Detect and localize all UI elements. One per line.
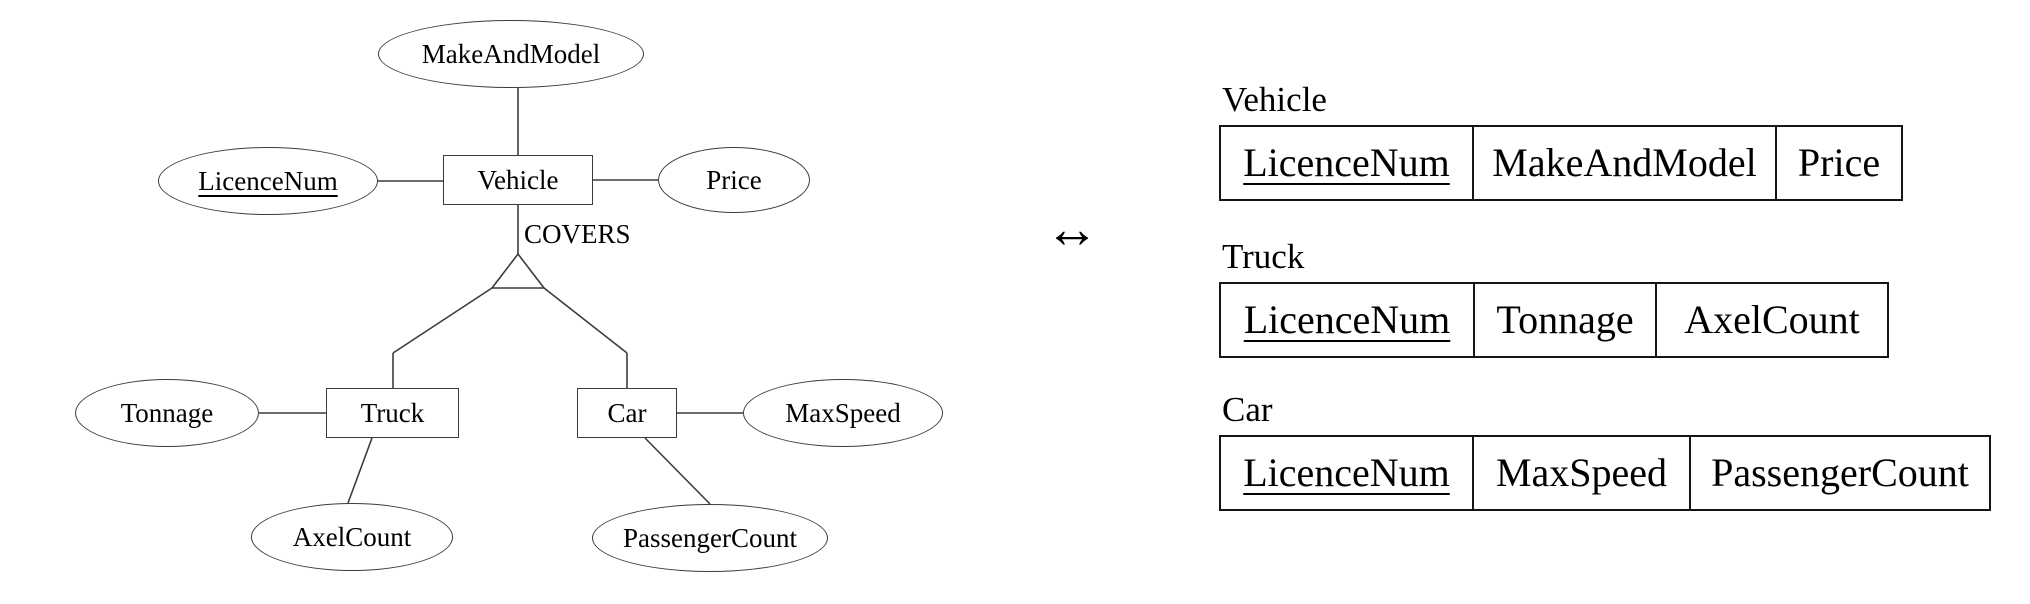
isa-relationship-label: COVERS — [524, 219, 631, 249]
column-header: PassengerCount — [1711, 450, 1969, 495]
column-tonnage: Tonnage — [1473, 284, 1655, 356]
attribute-licence-num: LicenceNum — [158, 147, 378, 215]
attribute-label: Price — [706, 164, 762, 195]
attribute-label: PassengerCount — [623, 522, 797, 553]
isa-triangle — [490, 252, 546, 289]
er-connector-lines — [259, 88, 743, 505]
schema-title: Car — [1222, 390, 1273, 429]
attribute-axel-count: AxelCount — [251, 503, 453, 571]
column-passengercount: PassengerCount — [1689, 437, 1989, 509]
column-axelcount: AxelCount — [1655, 284, 1887, 356]
entity-truck: Truck — [326, 388, 459, 438]
column-header: AxelCount — [1684, 297, 1860, 342]
column-licencenum: LicenceNum — [1221, 437, 1472, 509]
column-header: MakeAndModel — [1492, 140, 1757, 185]
edge-isa-truck-diagonal — [392, 287, 493, 354]
attribute-tonnage: Tonnage — [75, 379, 259, 447]
schema-vehicle: Vehicle LicenceNum MakeAndModel Price — [1219, 82, 1903, 201]
edge-isa-car-diagonal — [543, 287, 628, 354]
attribute-label: MaxSpeed — [785, 397, 901, 428]
schema-truck: Truck LicenceNum Tonnage AxelCount — [1219, 239, 1889, 358]
entity-label: Truck — [360, 397, 425, 428]
key-attribute-label: LicenceNum — [198, 165, 338, 196]
column-header: Price — [1797, 140, 1881, 185]
entity-car: Car — [577, 388, 677, 438]
column-header: Tonnage — [1496, 297, 1634, 342]
column-header: LicenceNum — [1243, 450, 1450, 495]
entity-label: Vehicle — [477, 164, 559, 195]
equivalence-arrow: ↔ — [1045, 199, 1099, 259]
column-header: MaxSpeed — [1495, 450, 1668, 495]
entity-vehicle: Vehicle — [443, 155, 593, 205]
attribute-label: Tonnage — [120, 397, 214, 428]
edge-truck-axelcount — [347, 437, 373, 504]
attribute-max-speed: MaxSpeed — [743, 379, 943, 447]
attribute-passenger-count: PassengerCount — [592, 504, 828, 572]
attribute-make-and-model: MakeAndModel — [378, 20, 644, 88]
column-maxspeed: MaxSpeed — [1472, 437, 1689, 509]
attribute-label: MakeAndModel — [421, 38, 601, 69]
attribute-label: AxelCount — [292, 521, 412, 552]
column-makeandmodel: MakeAndModel — [1472, 127, 1775, 199]
edge-car-passengercount — [644, 437, 711, 505]
column-licencenum: LicenceNum — [1221, 284, 1473, 356]
entity-label: Car — [607, 397, 647, 428]
schema-columns-row: LicenceNum MaxSpeed PassengerCount — [1219, 435, 1991, 511]
column-header: LicenceNum — [1243, 297, 1451, 342]
schema-title: Truck — [1222, 237, 1305, 276]
column-licencenum: LicenceNum — [1221, 127, 1472, 199]
schema-columns-row: LicenceNum Tonnage AxelCount — [1219, 282, 1889, 358]
schema-title: Vehicle — [1222, 80, 1327, 119]
attribute-price: Price — [658, 147, 810, 213]
column-price: Price — [1775, 127, 1901, 199]
schema-columns-row: LicenceNum MakeAndModel Price — [1219, 125, 1903, 201]
schema-car: Car LicenceNum MaxSpeed PassengerCount — [1219, 392, 1991, 511]
column-header: LicenceNum — [1243, 140, 1450, 185]
